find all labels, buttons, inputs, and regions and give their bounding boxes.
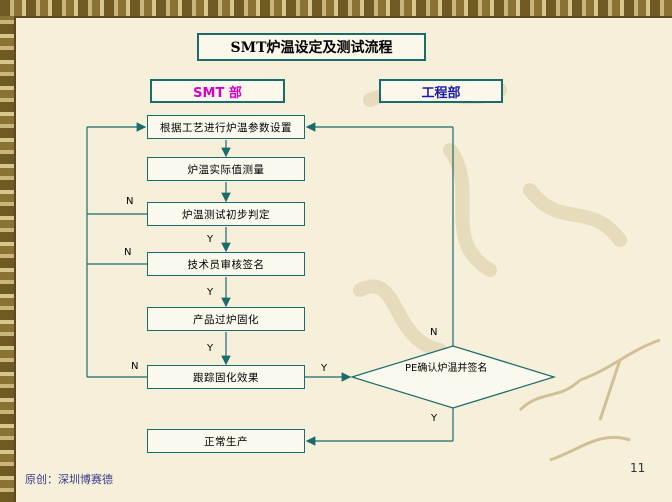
label-yes-1: Y <box>207 234 214 245</box>
step-normal-production: 正常生产 <box>147 429 305 453</box>
label-no-decision: N <box>430 327 438 338</box>
step-set-oven-params: 根据工艺进行炉温参数设置 <box>147 115 305 139</box>
step-track-curing-effect: 跟踪固化效果 <box>147 365 305 389</box>
engineering-department-header: 工程部 <box>379 79 503 103</box>
label-yes-decision: Y <box>431 413 438 424</box>
page-number: 11 <box>630 461 646 475</box>
page-title: SMT炉温设定及测试流程 <box>197 33 426 61</box>
label-no-1: N <box>126 196 134 207</box>
label-no-2: N <box>124 247 132 258</box>
smt-department-header: SMT 部 <box>150 79 285 103</box>
footer-source: 原创：深圳博赛德 <box>25 473 113 486</box>
step-preliminary-judgement: 炉温测试初步判定 <box>147 202 305 226</box>
step-technician-signoff: 技术员审核签名 <box>147 252 305 276</box>
decorative-top-border <box>0 0 672 18</box>
label-no-3: N <box>131 361 139 372</box>
step-measure-actual-temp: 炉温实际值测量 <box>147 157 305 181</box>
label-yes-2: Y <box>207 287 214 298</box>
decorative-left-border <box>0 16 16 502</box>
decision-pe-confirm: PE确认炉温并签名 <box>405 363 488 374</box>
label-yes-to-decision: Y <box>321 363 328 374</box>
step-product-curing: 产品过炉固化 <box>147 307 305 331</box>
label-yes-3: Y <box>207 343 214 354</box>
